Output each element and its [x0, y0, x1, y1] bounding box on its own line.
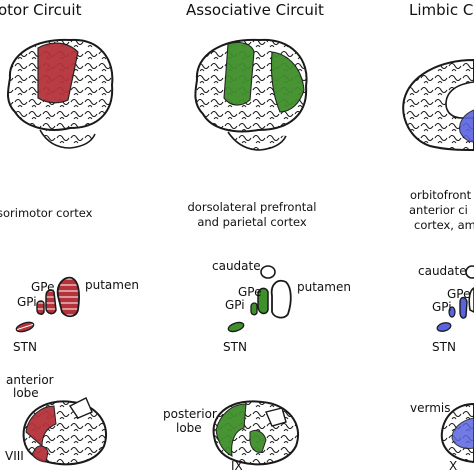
motor-brain-lateral — [7, 38, 114, 149]
limbic-cortex-region — [459, 109, 474, 143]
motor-circuit-title: otor Circuit — [0, 1, 82, 19]
limbic-stn — [436, 322, 452, 332]
motor-gpe-label: GPe — [31, 280, 55, 294]
assoc-stn — [227, 321, 245, 333]
limbic-caudate — [465, 265, 474, 279]
motor-cerebellum-label-3: VIII — [5, 449, 24, 463]
motor-cerebellum-viii-region — [31, 445, 49, 463]
motor-cerebellum — [22, 397, 107, 466]
motor-putamen-label: putamen — [85, 278, 139, 292]
assoc-caudate — [260, 265, 276, 279]
motor-stn — [15, 321, 35, 333]
assoc-cerebellum-ix-region — [249, 429, 267, 453]
assoc-cerebellum-posterior-region — [215, 403, 247, 457]
assoc-caudate-label: caudate — [212, 259, 261, 273]
limbic-cortex-caption-line-2: anterior ci — [409, 203, 468, 217]
motor-putamen — [56, 276, 80, 318]
motor-cerebellum-label-1: anterior — [6, 373, 54, 387]
limbic-brain-medial — [402, 58, 474, 151]
assoc-gpe-label: GPe — [238, 285, 262, 299]
limbic-circuit-title: Limbic C — [409, 1, 474, 19]
limbic-cerebellum-label-1: vermis — [410, 401, 451, 415]
motor-cerebellum-anterior-region — [25, 405, 57, 448]
motor-basal-ganglia — [15, 276, 80, 333]
motor-stn-label: STN — [13, 340, 37, 354]
motor-cortex-region — [37, 42, 79, 104]
motor-gpi-label: GPi — [17, 295, 37, 309]
assoc-putamen-label: putamen — [297, 280, 351, 294]
limbic-caudate-label: caudate — [418, 264, 467, 278]
limbic-cerebellum — [440, 402, 474, 464]
prefrontal-region — [270, 51, 305, 113]
limbic-stn-label: STN — [432, 340, 456, 354]
assoc-stn-label: STN — [223, 340, 247, 354]
assoc-gpi — [250, 302, 258, 316]
associative-cortex-caption-line-2: and parietal cortex — [197, 215, 307, 229]
assoc-cerebellum-label-2: lobe — [176, 421, 202, 435]
limbic-cortex-caption-line-3: cortex, am — [414, 218, 474, 232]
motor-cerebellum-label-2: lobe — [13, 386, 39, 400]
assoc-cerebellum-label-1: posterior — [163, 407, 217, 421]
motor-cortex-caption: sorimotor cortex — [0, 206, 93, 220]
motor-gpi — [36, 300, 45, 315]
associative-basal-ganglia — [227, 265, 292, 333]
limbic-gpe — [459, 296, 468, 319]
assoc-gpe — [257, 287, 269, 315]
associative-cortex-caption-line-1: dorsolateral prefrontal — [187, 200, 317, 214]
assoc-gpi-label: GPi — [225, 298, 245, 312]
limbic-cortex-caption-line-1: orbitofront — [410, 188, 472, 202]
limbic-vermis-region — [451, 417, 474, 449]
limbic-gpi-label: GPi — [432, 300, 452, 314]
assoc-putamen — [270, 279, 292, 319]
associative-circuit-title: Associative Circuit — [186, 1, 324, 19]
associative-cerebellum — [212, 400, 299, 466]
parietal-region — [223, 41, 255, 106]
limbic-putamen — [468, 287, 474, 313]
limbic-basal-ganglia — [436, 265, 474, 332]
assoc-cerebellum-label-3: IX — [231, 459, 243, 473]
associative-brain-lateral — [194, 38, 308, 151]
limbic-gpi — [448, 306, 456, 318]
motor-gpe — [45, 289, 57, 315]
limbic-gpe-label: GPe — [447, 287, 471, 301]
limbic-cerebellum-label-2: X — [449, 459, 458, 473]
